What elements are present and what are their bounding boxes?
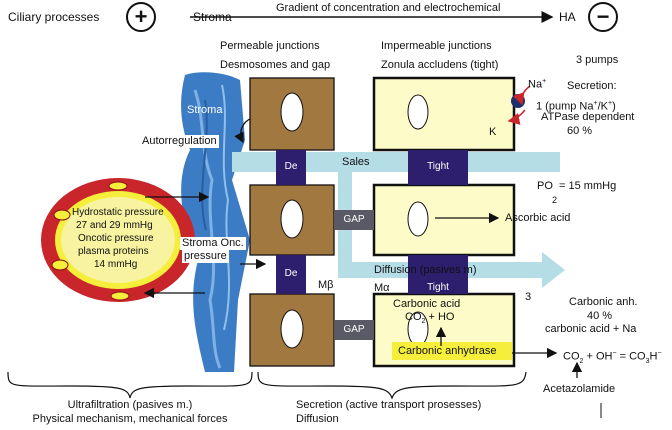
pump-icon: [511, 94, 525, 108]
plus-sign: +: [134, 4, 148, 29]
gap-junction-1: [334, 210, 374, 230]
nonpigmented-cell-1: [372, 76, 516, 152]
stroma-inner-label: Stroma: [187, 104, 223, 116]
po2-subscript: 2: [552, 195, 558, 205]
plasma-value: 14 mmHg: [94, 259, 138, 270]
desmosome-junction-1: [276, 150, 306, 185]
sales-flow: [232, 152, 560, 172]
pigmented-cell-2: [249, 184, 335, 256]
tight-junction-2: [408, 255, 468, 294]
gap-label-2: GAP: [343, 324, 365, 335]
minus-circle: [588, 2, 618, 32]
stroma-pressure-label: pressure: [182, 250, 229, 263]
atpase-label: ATPase dependent: [541, 111, 635, 123]
acetazolamide-label: Acetazolamide: [543, 383, 616, 395]
bicarbonate-equation: CO2 + OH− = CO3H−: [563, 350, 662, 365]
carbonic-acid-na-label: carbonic acid + Na: [545, 323, 637, 335]
number-3-label: 3: [525, 291, 532, 303]
ascorbic-acid-label: Ascorbic acid: [505, 212, 571, 224]
autoregulation-label: Autorregulation: [140, 135, 219, 148]
plus-circle: [126, 2, 156, 32]
sales-label: Sales: [342, 156, 370, 168]
secretion-brace: [257, 371, 527, 400]
gradient-label: Gradient of concentration and electroche…: [276, 2, 501, 14]
hydrostatic-label: Hydrostatic pressure: [72, 207, 164, 218]
zonula-header: Zonula accludens (tight): [381, 59, 499, 71]
de-label-1: De: [284, 161, 298, 172]
m-alpha-label: Mα: [374, 282, 390, 294]
nonpigmented-cell-2: [372, 183, 516, 257]
blood-vessel: [41, 178, 195, 302]
anh-percent-label: 40 %: [587, 310, 613, 322]
po2-label: PO = 15 mmHg: [537, 180, 617, 192]
secretion-pump-label: Secretion:: [567, 80, 617, 92]
carbonic-anhydrase-label: Carbonic anhydrase: [398, 345, 497, 357]
gap-label-1: GAP: [343, 214, 365, 225]
pigmented-cell-3: [249, 293, 335, 367]
k-label: K: [489, 126, 497, 138]
ultrafiltration-brace: [7, 371, 253, 399]
carbonic-acid-label: Carbonic acid: [393, 298, 461, 310]
co2-ho-label: CO2 + HO: [405, 311, 455, 326]
pump-formula: 1 (pump Na+/K+): [536, 100, 616, 113]
carbonic-anh-label: Carbonic anh.: [569, 296, 638, 308]
tight-label-2: Tight: [427, 282, 449, 293]
tight-label-1: Tight: [427, 161, 449, 172]
impermeable-junctions-header: Impermeable junctions: [381, 40, 492, 52]
physical-mechanism-label: Physical mechanism, mechanical forces: [32, 413, 228, 425]
secretion-active-label: Secretion (active transport prosesses): [296, 399, 482, 411]
pump-percent: 60 %: [567, 125, 593, 137]
na-arrow: [512, 85, 531, 106]
m-beta-label: Mβ: [318, 279, 334, 291]
desmosomes-header: Desmosomes and gap: [220, 59, 331, 71]
oncotic-label: Oncotic pressure: [78, 233, 154, 244]
diffusion-passive-label: Diffusion (pasives m): [374, 264, 477, 276]
stroma-top-label: Stroma: [193, 10, 232, 24]
gap-junction-2: [334, 320, 374, 340]
de-label-2: De: [284, 268, 298, 279]
k-arrow: [507, 109, 526, 125]
ha-label: HA: [559, 10, 576, 24]
pumps-count: 3 pumps: [576, 54, 619, 66]
ultrafiltration-label: Ultrafiltration (pasives m.): [67, 399, 193, 411]
diffusion-bottom-label: Diffusion: [296, 413, 339, 425]
desmosome-junction-2: [276, 255, 306, 294]
pigmented-cell-1: [249, 77, 335, 151]
stroma-onc-label: Stroma Onc.: [180, 237, 246, 250]
minus-sign: −: [596, 4, 610, 29]
na-label: Na+: [528, 78, 547, 91]
hydrostatic-value: 27 and 29 mmHg: [76, 220, 153, 231]
tight-junction-1: [408, 150, 468, 185]
plasma-label: plasma proteins: [78, 246, 149, 257]
permeable-junctions-header: Permeable junctions: [220, 40, 320, 52]
ciliary-processes-label: Ciliary processes: [8, 10, 100, 24]
